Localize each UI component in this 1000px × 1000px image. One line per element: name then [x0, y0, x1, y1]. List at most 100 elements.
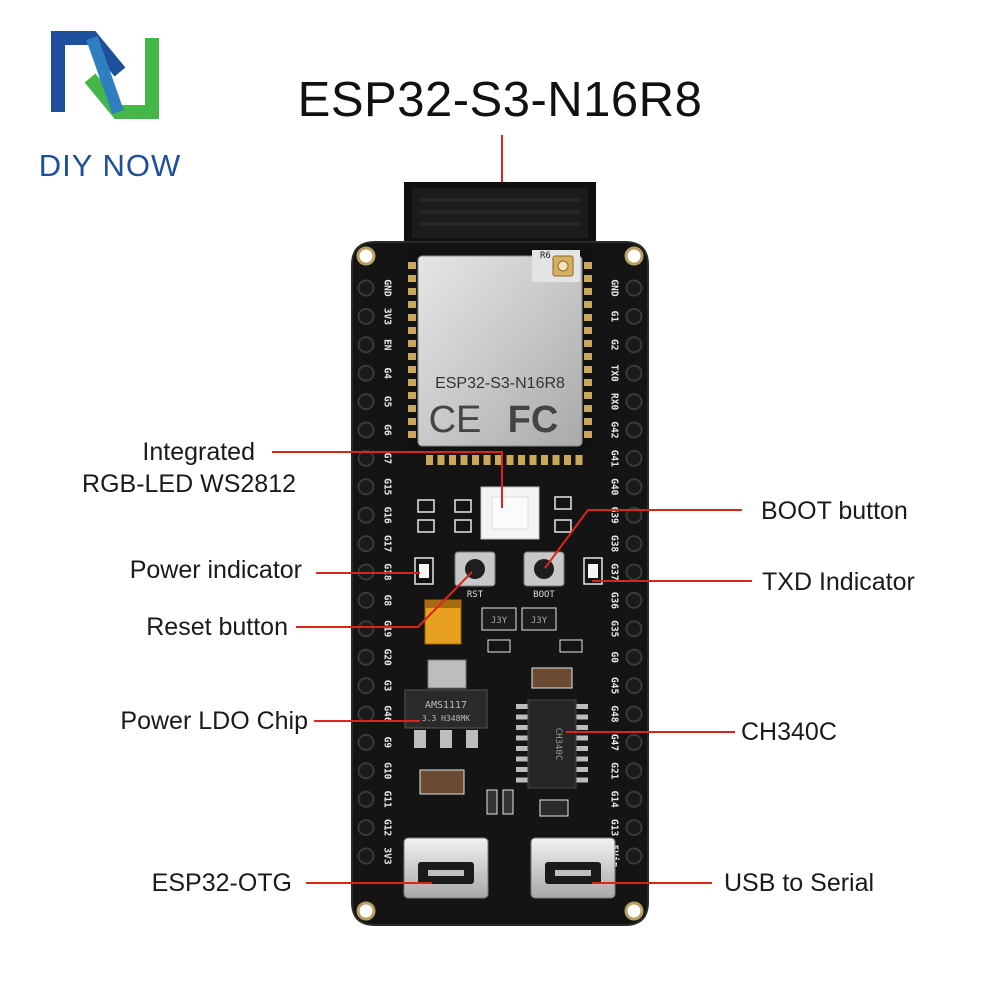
label-boot-button: BOOT button [761, 497, 908, 525]
label-rgb-led-line2: RGB-LED WS2812 [82, 470, 296, 498]
header-pin [357, 478, 375, 496]
module-pad [460, 455, 468, 465]
pin-label: G11 [382, 791, 393, 808]
ic-pin [516, 704, 530, 709]
header-pin [625, 620, 643, 638]
brand-logo [51, 31, 159, 119]
pin-label: G16 [382, 507, 393, 524]
module-pad [584, 392, 592, 399]
module-pad [408, 301, 416, 308]
pin-label: G14 [609, 791, 620, 808]
ic-pin [574, 767, 588, 772]
header-pin [357, 648, 375, 666]
smd-pads-group [417, 496, 572, 533]
tantalum-capacitor [424, 599, 462, 645]
header-pin [625, 421, 643, 439]
header-pin [625, 506, 643, 524]
module-pad [518, 455, 525, 465]
ch340c-chip: CH340C [516, 699, 588, 789]
callout-line-rgb-led [272, 451, 503, 508]
module-pad [584, 262, 592, 269]
pin-label: G19 [382, 620, 393, 637]
header-pin [625, 535, 643, 553]
header-pin [357, 591, 375, 609]
pin-label: G5 [382, 396, 393, 408]
pin-label: RX0 [609, 393, 620, 410]
ic-pin [516, 714, 530, 720]
pin-label: G8 [382, 595, 393, 607]
pin-label: 3V3 [382, 847, 393, 864]
pin-label: G2 [609, 339, 620, 350]
label-reset-button: Reset button [146, 613, 288, 641]
ldo-marking-1: AMS1117 [425, 700, 467, 711]
module-pad [584, 301, 592, 308]
header-pin [625, 279, 643, 297]
header-pin [357, 506, 375, 524]
module-pad [472, 455, 479, 465]
header-pin [625, 563, 643, 581]
pin-label: G46 [382, 705, 393, 722]
passive-components [419, 667, 573, 817]
module-pad [552, 455, 560, 465]
header-pin [625, 677, 643, 695]
pin-label: G40 [609, 478, 620, 495]
module-pad [408, 418, 416, 425]
ic-pin [516, 735, 530, 741]
header-pin [625, 790, 643, 808]
antenna-ref-label: R6 [540, 251, 551, 261]
module-pad [584, 431, 592, 438]
ic-pin [574, 704, 588, 709]
label-power-ldo: Power LDO Chip [120, 707, 308, 735]
module-pad [408, 288, 416, 295]
callout-lines [272, 451, 752, 884]
usb-port-otg [403, 837, 489, 899]
header-pin [357, 733, 375, 751]
header-pin [357, 819, 375, 837]
header-pin [625, 733, 643, 751]
module-pad [426, 455, 433, 465]
label-power-indicator: Power indicator [129, 556, 302, 584]
pin-label: G47 [609, 734, 620, 751]
right-pin-header [625, 279, 643, 865]
ic-pin [574, 725, 588, 730]
header-pin [357, 364, 375, 382]
pin-label: G3 [382, 680, 393, 692]
pin-label: G9 [382, 737, 393, 749]
ldo-marking-2: 3.3 H348MK [422, 714, 470, 723]
module-pad [408, 405, 416, 412]
pin-label: G15 [382, 478, 393, 495]
header-pin [357, 421, 375, 439]
module-pad [584, 353, 592, 360]
module-pad [506, 455, 514, 465]
pin-label: G21 [609, 762, 620, 779]
pin-label: G42 [609, 421, 620, 438]
header-pin [357, 705, 375, 723]
ic-pin [516, 767, 530, 772]
esp32-module: R6 ESP32-S3-N16R8 CE FC [407, 248, 593, 465]
module-pad [584, 366, 592, 373]
ic-pin [574, 756, 588, 762]
pin-label: 3V3 [382, 308, 393, 325]
ic-pin [574, 746, 588, 751]
header-pin [625, 705, 643, 723]
module-pad [529, 455, 537, 465]
module-side-pads [408, 262, 592, 438]
header-pin [357, 762, 375, 780]
power-indicator-led [414, 557, 434, 585]
ic-pin [574, 735, 588, 741]
transistors: J3Y J3Y [481, 607, 583, 653]
callout-line-boot [544, 509, 742, 569]
ic-pin [516, 756, 530, 762]
label-usb-to-serial: USB to Serial [724, 869, 875, 897]
ch340c-marking: CH340C [553, 728, 563, 761]
module-pad [584, 405, 592, 412]
header-pin [357, 847, 375, 865]
pin-label: G17 [382, 535, 393, 552]
label-txd-indicator: TXD Indicator [762, 568, 915, 596]
pin-label: G13 [609, 819, 620, 836]
label-ch340c: CH340C [741, 718, 837, 746]
rst-silk-label: RST [467, 590, 484, 600]
ch340c-pins [516, 704, 588, 783]
pin-label: G20 [382, 649, 393, 666]
header-pin [625, 819, 643, 837]
